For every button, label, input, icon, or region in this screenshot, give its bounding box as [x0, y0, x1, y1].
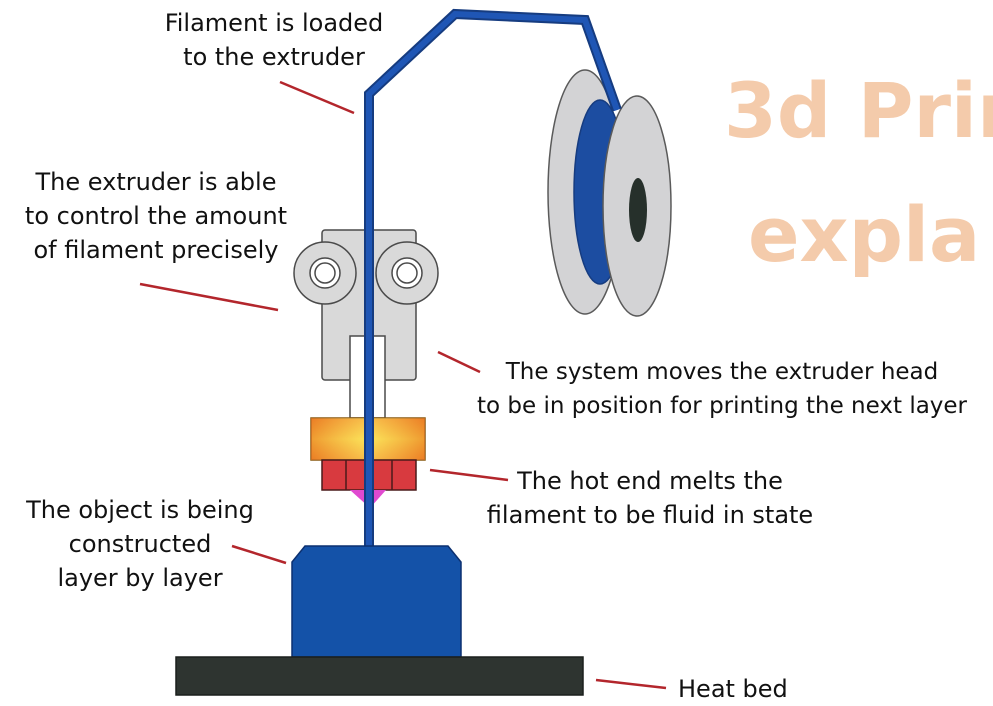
leader-extruder [139, 282, 279, 312]
watermark-second: expla [748, 190, 980, 280]
watermark-line-1: 3d Prin [724, 66, 993, 155]
drive-gear-left [293, 241, 357, 305]
label-line: constructed [68, 530, 212, 558]
label-line: Filament is loaded [164, 9, 384, 37]
leader-lines [139, 80, 667, 690]
label-filament-loaded: Filament is loaded to the extruder [152, 6, 396, 74]
label-line: to the extruder [183, 43, 365, 71]
leader-filament [279, 80, 355, 115]
label-line: The system moves the extruder head [505, 359, 939, 385]
leader-object [231, 544, 287, 565]
label-line: layer by layer [57, 564, 223, 592]
leader-hot-end [429, 468, 509, 482]
heat-bed [175, 656, 584, 696]
label-line: The hot end melts the [517, 467, 783, 495]
filament-spool [547, 69, 672, 317]
label-object-constructed: The object is being constructed layer by… [8, 493, 272, 595]
label-line: to be in position for printing the next … [476, 393, 968, 419]
printed-object [291, 545, 462, 658]
label-system-moves: The system moves the extruder head to be… [452, 355, 992, 423]
label-line: to control the amount [24, 202, 288, 230]
label-hot-end: The hot end melts the filament to be flu… [470, 464, 830, 532]
label-line: of filament precisely [33, 236, 279, 264]
label-line: The object is being [26, 496, 254, 524]
label-line: Heat bed [678, 675, 788, 703]
label-extruder-control: The extruder is able to control the amou… [8, 165, 304, 267]
extruder-head [293, 229, 439, 419]
watermark: 3d Prin [724, 66, 993, 156]
label-line: The extruder is able [35, 168, 277, 196]
leader-heat-bed [595, 678, 667, 690]
label-line: filament to be fluid in state [486, 501, 814, 529]
watermark-line-2: expla [748, 190, 981, 279]
drive-gear-right [375, 241, 439, 305]
leader-system [437, 350, 481, 374]
label-heat-bed: Heat bed [678, 672, 788, 706]
